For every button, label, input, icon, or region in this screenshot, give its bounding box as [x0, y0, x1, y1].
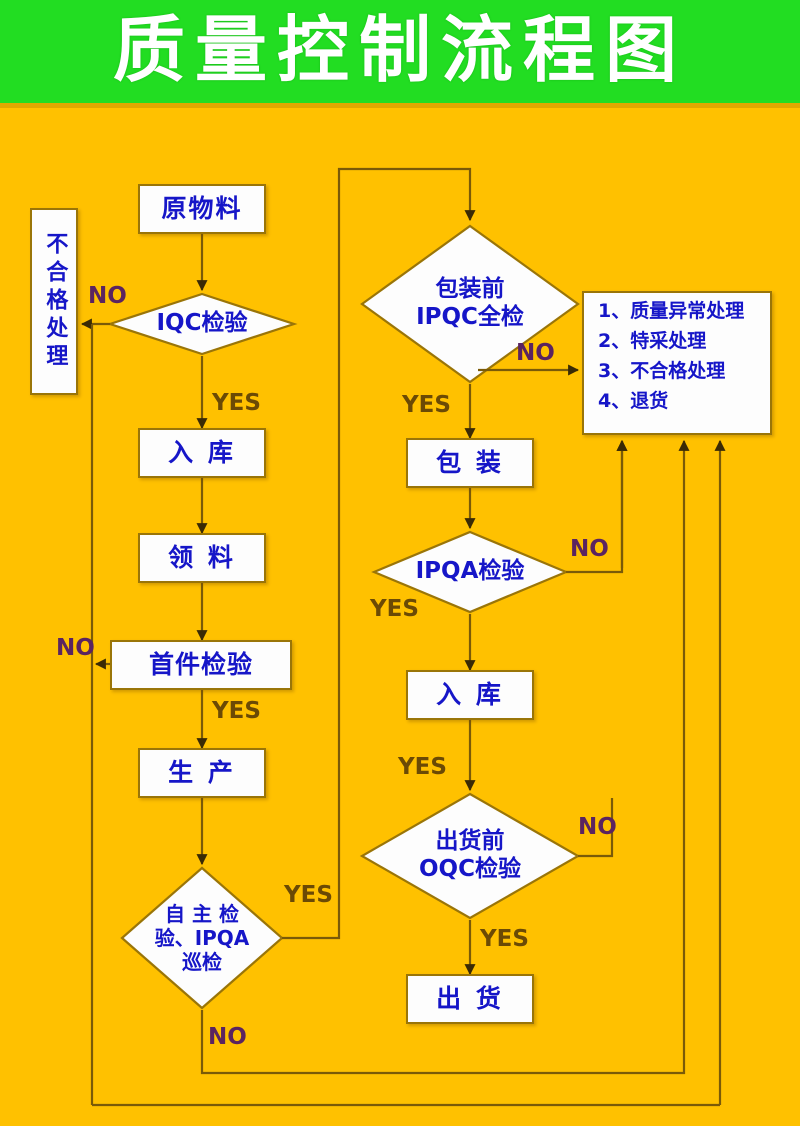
edge-label-ipqc-yes: YES — [402, 392, 451, 418]
edge-label-self-check-yes: YES — [284, 882, 333, 908]
page-title: 质量控制流程图 — [112, 7, 687, 92]
oqc-diamond-shape — [359, 792, 581, 920]
self-check-line-3: 巡检 — [182, 950, 222, 974]
oqc-line-2: OQC检验 — [419, 856, 521, 882]
node-first-article[interactable]: 首件检验 — [110, 640, 292, 690]
node-oqc-check-label: 出货前 OQC检验 — [362, 794, 578, 918]
edge-oqc-no-to-actions — [578, 798, 614, 858]
title-banner: 质量控制流程图 — [0, 0, 800, 103]
node-self-check[interactable]: 自 主 检 验、IPQA 巡检 — [122, 868, 282, 1008]
node-iqc-check[interactable]: IQC检验 — [110, 294, 294, 354]
self-check-line-2: 验、IPQA — [154, 926, 250, 950]
node-warehouse-in-1[interactable]: 入 库 — [138, 428, 266, 478]
ipqc-line-1: 包装前 — [435, 276, 505, 303]
edge-label-first-article-yes: YES — [212, 698, 261, 724]
action-list-item: 2、特采处理 — [598, 330, 707, 352]
action-list-box[interactable]: 1、质量异常处理 2、特采处理 3、不合格处理 4、退货 — [582, 291, 772, 435]
node-packaging[interactable]: 包 装 — [406, 438, 534, 488]
node-reject-handling[interactable]: 不合格处理 — [30, 208, 78, 395]
edge-selfcheck-no-to-actions — [200, 439, 690, 1075]
edge-label-iqc-yes: YES — [212, 390, 261, 416]
oqc-line-1: 出货前 — [435, 828, 505, 855]
edge-label-ipqa-yes: YES — [370, 596, 419, 622]
action-list-item: 1、质量异常处理 — [598, 300, 745, 322]
action-list-item: 3、不合格处理 — [598, 360, 726, 382]
flowchart-canvas: 原物料 IQC检验 不合格处理 入 库 领 料 首件检验 生 产 自 主 检 验… — [0, 108, 800, 1126]
title-divider — [0, 103, 800, 108]
self-check-diamond-shape — [120, 866, 284, 1010]
node-reject-handling-label: 不合格处理 — [42, 231, 68, 372]
self-check-line-1: 自 主 检 — [165, 902, 239, 926]
node-self-check-label: 自 主 检 验、IPQA 巡检 — [122, 868, 282, 1008]
ipqa-diamond-shape — [371, 530, 569, 614]
node-warehouse-in-2[interactable]: 入 库 — [406, 670, 534, 720]
node-material-issue[interactable]: 领 料 — [138, 533, 266, 583]
node-production[interactable]: 生 产 — [138, 748, 266, 798]
edge-label-oqc-yes: YES — [480, 926, 529, 952]
edge-label-warehouse2-yes: YES — [398, 754, 447, 780]
node-shipment[interactable]: 出 货 — [406, 974, 534, 1024]
flowchart-connectors — [80, 167, 726, 1107]
iqc-diamond-shape — [106, 292, 298, 356]
edge-label-ipqa-no: NO — [570, 536, 609, 562]
node-raw-material[interactable]: 原物料 — [138, 184, 266, 234]
edge-label-oqc-no: NO — [578, 814, 617, 840]
ipqc-diamond-shape — [360, 224, 580, 384]
node-iqc-check-label: IQC检验 — [156, 310, 248, 337]
edge-label-ipqc-no: NO — [516, 340, 555, 366]
edge-label-first-article-no: NO — [56, 635, 95, 661]
edge-selfcheck-yes-to-ipqc — [282, 167, 476, 940]
edge-label-iqc-no: NO — [88, 283, 127, 309]
node-oqc-check[interactable]: 出货前 OQC检验 — [362, 794, 578, 918]
edge-label-self-check-no: NO — [208, 1024, 247, 1050]
ipqc-line-2: IPQC全检 — [416, 304, 524, 330]
action-list-item: 4、退货 — [598, 390, 669, 412]
